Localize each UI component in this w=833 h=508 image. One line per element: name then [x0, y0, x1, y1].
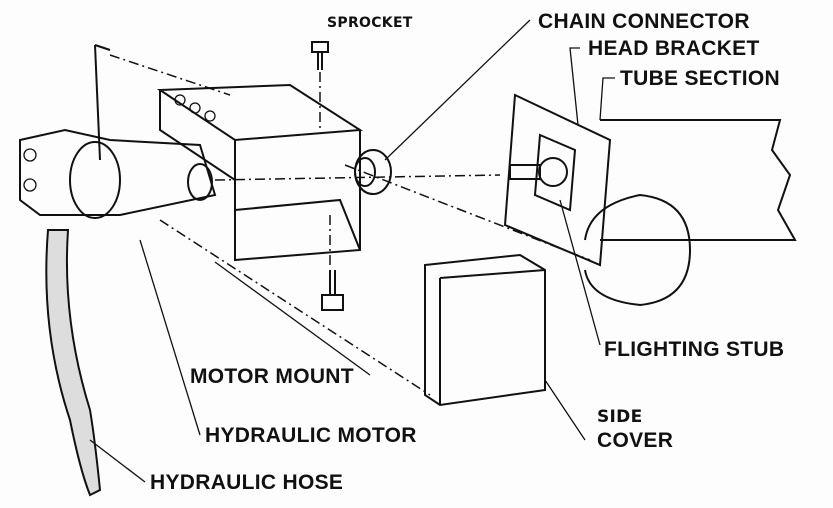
label-flighting-stub: FLIGHTING STUB [604, 338, 785, 361]
label-head-bracket: HEAD BRACKET [588, 37, 760, 60]
label-side-cover-line1: SIDE [597, 407, 643, 427]
motor-mount-part [94, 44, 364, 262]
label-hydraulic-hose: HYDRAULIC HOSE [150, 471, 344, 494]
label-hydraulic-motor: HYDRAULIC MOTOR [205, 424, 417, 447]
label-chain-connector: CHAIN CONNECTOR [538, 10, 750, 33]
label-tube-section: TUBE SECTION [620, 67, 780, 90]
sprocket-part [354, 149, 392, 195]
label-sprocket: SPROCKET [327, 15, 413, 31]
leader-lines [89, 19, 615, 483]
bolts [311, 41, 344, 311]
hydraulic-motor-part [19, 128, 217, 219]
tube-section-part [584, 119, 797, 307]
label-motor-mount: MOTOR MOUNT [190, 365, 354, 388]
center-lines [109, 54, 591, 396]
head-bracket-part [503, 93, 612, 267]
label-side-cover-line2: COVER [597, 429, 674, 452]
side-cover-part [424, 253, 546, 407]
hydraulic-hose-part [45, 229, 102, 497]
